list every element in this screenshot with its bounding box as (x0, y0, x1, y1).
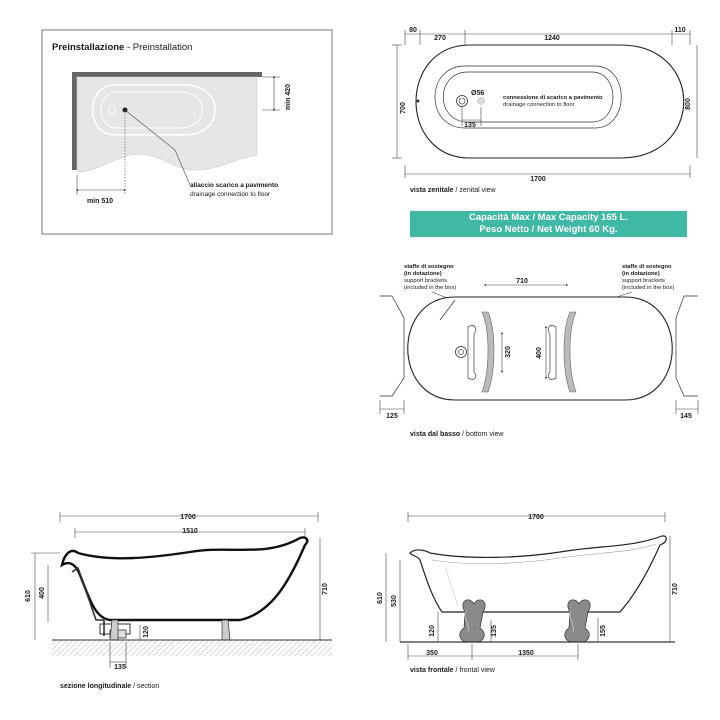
tub-section-shell (60, 536, 309, 622)
dim-110: 110 (674, 27, 685, 34)
section-caption-en: section (137, 683, 159, 690)
end-profile-right (675, 295, 698, 397)
foot-mount-right (547, 325, 557, 380)
dim-710-front: 710 (672, 583, 679, 595)
bottom-drain (455, 346, 467, 358)
tub-bottom-outline (407, 296, 673, 401)
dim-530-front: 530 (391, 595, 398, 607)
capacity-value: 165 L. (601, 212, 628, 223)
zenital-caption-it: vista zenitale (410, 187, 454, 194)
drain-label-it: allaccio scarico a pavimento (190, 182, 278, 189)
weight-value: 60 Kg. (589, 224, 618, 235)
bracket-right-l2: (in dotazione) (622, 271, 660, 277)
leg-right-section (221, 619, 231, 641)
svg-text:vista dal basso / bottom view: vista dal basso / bottom view (410, 431, 504, 438)
zenital-caption-en: zenital view (459, 187, 496, 194)
dim-1240: 1240 (544, 35, 560, 42)
tub-top-outline (415, 44, 685, 159)
foot-mount-left (467, 325, 477, 380)
tub-top-basin-inner (443, 71, 614, 123)
claw-foot-left (459, 599, 486, 643)
dim-min-510-label: min 510 (87, 198, 113, 205)
leg-left-section (109, 619, 119, 641)
bracket-right-l3: support brackets (622, 278, 665, 284)
dim-125: 125 (386, 413, 398, 420)
dim-700: 700 (400, 102, 407, 114)
end-profile-left (380, 295, 405, 397)
bracket-left-l2: (in dotazione) (404, 271, 442, 277)
floor-area (76, 76, 258, 173)
drain-label-en: drainage connection to floor (190, 191, 271, 198)
dim-120-front: 120 (429, 625, 436, 637)
overflow-pipe (71, 566, 105, 636)
weight-label: Peso Netto / Net Weight (479, 224, 587, 235)
section-caption-it: sezione longitudinale (60, 683, 131, 690)
svg-text:vista zenitale / zenital view: vista zenitale / zenital view (410, 187, 497, 194)
zenital-view: 80 270 1240 110 Ø56 connessione di scari… (392, 27, 698, 194)
dim-1700: 1700 (530, 176, 546, 183)
wall-top (72, 72, 262, 77)
frontal-view: 1700 610 530 710 120 135 155 350 (377, 512, 679, 674)
bottom-view: staffe di sostegno (in dotazione) suppor… (379, 264, 699, 438)
dim-80: 80 (409, 27, 417, 34)
dim-min-420-label: min 420 (285, 84, 292, 110)
preinstallation-panel: Preinstallazione - Preinstallation allac… (41, 29, 333, 235)
svg-text:sezione longitudinale / sectio: sezione longitudinale / section (60, 683, 159, 690)
bottom-caption-en: bottom view (466, 431, 504, 438)
conn-label-it: connessione di scarico a pavimento (503, 95, 603, 101)
dim-610-front: 610 (377, 592, 384, 604)
dim-135: 135 (464, 122, 476, 129)
preinstall-title-en: Preinstallation (133, 42, 193, 53)
dim-800: 800 (685, 98, 692, 110)
svg-text:Preinstallazione - Preinstalla: Preinstallazione - Preinstallation (52, 42, 192, 53)
dim-710-section: 710 (322, 583, 329, 595)
frontal-caption-it: vista frontale (410, 667, 454, 674)
drain-leader (124, 109, 191, 186)
bracket-left-l4: (included in the box) (404, 285, 456, 291)
tub-plan-outline (91, 84, 216, 136)
dim-135-front: 135 (491, 625, 498, 637)
preinstall-title: Preinstallazione (52, 42, 124, 53)
capacity-label: Capacità Max / Max Capacity (469, 212, 599, 223)
dim-350-front: 350 (426, 650, 438, 657)
bracket-left-l3: support brackets (404, 278, 447, 284)
wall-left (72, 72, 77, 170)
dim-400: 400 (536, 347, 543, 359)
dim-120-section: 120 (143, 626, 150, 638)
capacity-banner: Capacità Max / Max Capacity 165 L. Peso … (410, 211, 687, 237)
preinstall-title-sep: - (124, 42, 132, 53)
conn-label-en: drainage connection to floor (503, 102, 575, 108)
support-bracket-right (563, 311, 577, 393)
floor-drain-connection (477, 97, 485, 105)
tub-plan-inner (100, 91, 203, 129)
frontal-caption-en: frontal view (459, 667, 495, 674)
bracket-right-l1: staffe di sostegno (622, 264, 672, 270)
tub-front-body (409, 535, 667, 613)
dim-270: 270 (434, 35, 446, 42)
dim-1510: 1510 (182, 528, 198, 535)
bracket-left-l1: staffe di sostegno (404, 264, 454, 270)
bracket-right-l4: (included in the box) (622, 285, 674, 291)
drain-hole-56 (456, 95, 468, 107)
tub-top-basin (434, 65, 622, 129)
dim-1700-front: 1700 (528, 514, 544, 521)
dim-1350-front: 1350 (518, 650, 534, 657)
bottom-caption-it: vista dal basso (410, 431, 460, 438)
dim-320: 320 (505, 346, 512, 358)
dim-d56: Ø56 (471, 90, 484, 97)
dim-1700-section: 1700 (180, 514, 196, 521)
support-bracket-left (481, 311, 495, 393)
dim-135-section: 135 (114, 664, 126, 671)
dim-145: 145 (680, 413, 692, 420)
floor-hatch-section (52, 640, 332, 656)
dim-710: 710 (516, 278, 528, 285)
dim-155-front: 155 (600, 625, 607, 637)
dim-400-section: 400 (39, 587, 46, 599)
claw-foot-right (564, 599, 591, 643)
section-view: 1700 1510 610 400 710 120 135 sezione lo… (25, 512, 332, 690)
svg-text:vista frontale / frontal view: vista frontale / frontal view (410, 667, 496, 674)
dim-610-section: 610 (25, 590, 32, 602)
